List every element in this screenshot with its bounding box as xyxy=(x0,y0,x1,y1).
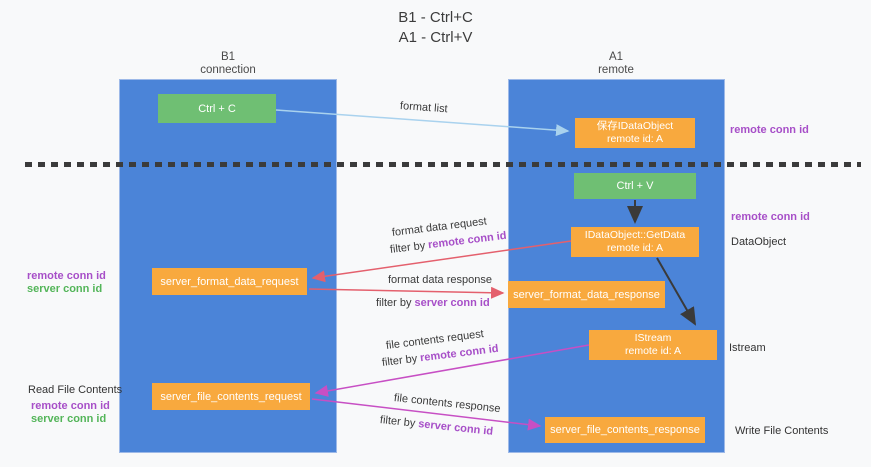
side-label-server-conn-id-left1: server conn id xyxy=(27,283,103,295)
lane-b1-subtitle: connection xyxy=(200,64,256,76)
node-istream: IStream remote id: A xyxy=(589,330,717,360)
node-getdata-title: IDataObject::GetData xyxy=(584,229,686,241)
format-data-response-arrow xyxy=(308,286,505,299)
node-server-file-contents-response: server_file_contents_response xyxy=(545,417,705,443)
node-server-format-data-response: server_format_data_response xyxy=(508,281,665,308)
edge-label-format-data-response: format data response xyxy=(388,274,492,286)
title-line-2: A1 - Ctrl+V xyxy=(398,29,473,46)
server-conn-id-text: server conn id xyxy=(417,418,494,438)
side-label-remote-conn-id-left2: remote conn id xyxy=(31,400,110,412)
lane-a1-subtitle: remote xyxy=(598,64,634,76)
lane-header-a1: A1 remote xyxy=(546,51,686,77)
side-label-read-file-contents: Read File Contents xyxy=(28,384,123,396)
node-server-format-data-request-label: server_format_data_request xyxy=(160,275,299,288)
node-ctrl-c: Ctrl + C xyxy=(158,94,276,123)
node-ctrl-c-label: Ctrl + C xyxy=(198,102,236,115)
node-istream-title: IStream xyxy=(634,332,672,344)
side-label-remote-conn-id-mid: remote conn id xyxy=(731,211,810,223)
side-label-remote-conn-id-left1: remote conn id xyxy=(27,270,106,282)
lane-b1-name: B1 xyxy=(220,51,236,63)
filter-by-text: filter by xyxy=(376,297,412,309)
filter-by-text: filter by xyxy=(379,414,416,430)
lane-header-b1: B1 connection xyxy=(158,51,298,77)
lane-a1-name: A1 xyxy=(608,51,624,63)
side-label-server-conn-id-left2: server conn id xyxy=(31,413,107,425)
filter-by-text: filter by xyxy=(381,352,418,369)
node-getdata-remote-id: remote id: A xyxy=(606,242,664,254)
node-server-format-data-request: server_format_data_request xyxy=(152,268,307,295)
side-label-remote-conn-id-top: remote conn id xyxy=(730,124,809,136)
node-ctrl-v: Ctrl + V xyxy=(574,173,696,199)
filter-by-text: filter by xyxy=(389,239,426,256)
side-label-istream: Istream xyxy=(729,342,766,354)
server-conn-id-text: server conn id xyxy=(414,297,490,309)
node-server-file-contents-response-label: server_file_contents_response xyxy=(550,424,700,436)
node-server-file-contents-request-label: server_file_contents_request xyxy=(160,390,302,403)
node-save-dataobject: 保存IDataObject remote id: A xyxy=(575,118,695,148)
node-istream-remote-id: remote id: A xyxy=(624,345,682,357)
node-server-format-data-response-label: server_format_data_response xyxy=(513,288,660,301)
side-label-write-file-contents: Write File Contents xyxy=(735,425,829,437)
node-save-dataobject-title: 保存IDataObject xyxy=(596,120,674,132)
diagram-title: B1 - Ctrl+C A1 - Ctrl+V xyxy=(0,8,871,48)
node-getdata: IDataObject::GetData remote id: A xyxy=(571,227,699,257)
node-save-dataobject-remote-id: remote id: A xyxy=(606,133,664,145)
phase-separator-dashed-line xyxy=(25,162,861,167)
title-line-1: B1 - Ctrl+C xyxy=(398,9,473,26)
edge-label-format-list: format list xyxy=(399,100,448,116)
node-server-file-contents-request: server_file_contents_request xyxy=(152,383,310,410)
node-ctrl-v-label: Ctrl + V xyxy=(616,180,654,192)
side-label-dataobject: DataObject xyxy=(731,236,787,248)
edge-label-file-contents-response: file contents response xyxy=(393,392,502,416)
